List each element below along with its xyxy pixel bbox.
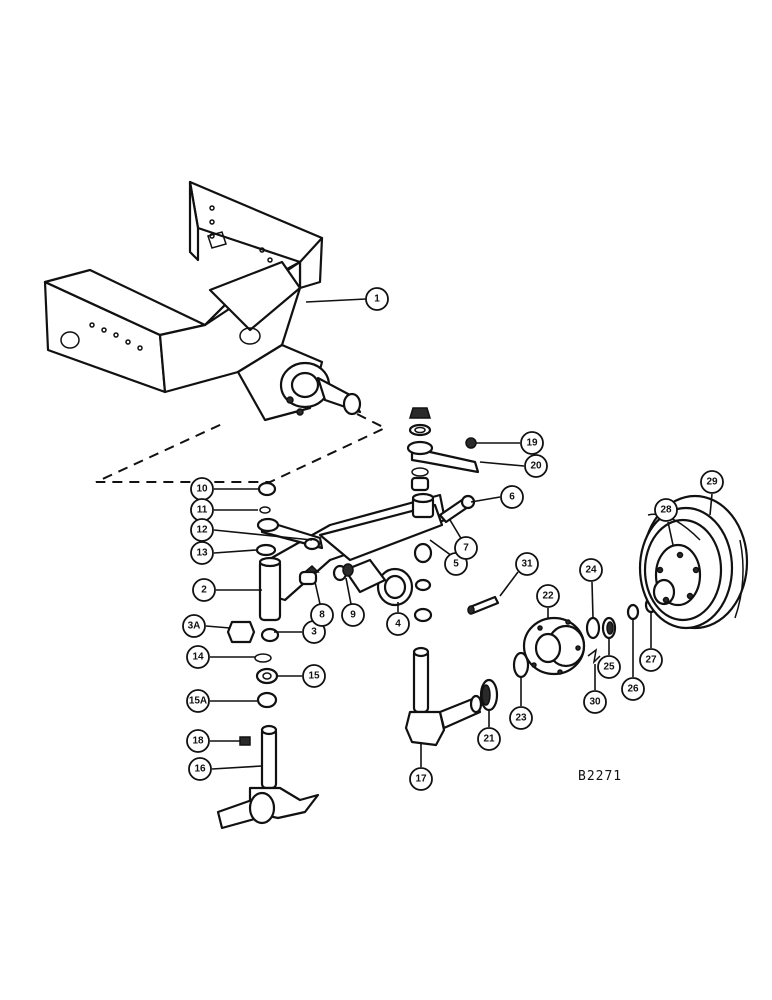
svg-text:17: 17 [415, 774, 427, 785]
callout-11: 11 [190, 498, 214, 522]
svg-text:24: 24 [585, 565, 597, 576]
callout-14: 14 [186, 645, 210, 669]
spindle-hardware-left [226, 481, 280, 746]
callout-7: 7 [454, 536, 478, 560]
svg-text:7: 7 [463, 543, 469, 554]
callout-8: 8 [310, 603, 334, 627]
svg-text:3A: 3A [188, 621, 201, 632]
callout-23: 23 [509, 706, 533, 730]
callout-9: 9 [341, 603, 365, 627]
callout-1: 1 [365, 287, 389, 311]
wheel-hub [522, 616, 586, 676]
callout-21: 21 [477, 727, 501, 751]
callout-31: 31 [515, 552, 539, 576]
svg-text:13: 13 [196, 548, 208, 559]
callout-12: 12 [190, 518, 214, 542]
svg-text:15: 15 [308, 671, 320, 682]
svg-text:1: 1 [374, 294, 380, 305]
svg-text:27: 27 [645, 655, 657, 666]
callout-6: 6 [500, 485, 524, 509]
drawing-code: B2271 [578, 769, 622, 784]
wheel-bolt [467, 595, 500, 615]
callout-29: 29 [700, 470, 724, 494]
callout-28: 28 [654, 498, 678, 522]
svg-text:16: 16 [194, 764, 206, 775]
axle-hardware-center [332, 542, 433, 623]
pivot-projection-line [95, 413, 388, 483]
callout-25: 25 [597, 655, 621, 679]
inner-bearing [479, 678, 499, 712]
callout-4: 4 [386, 612, 410, 636]
callout-13: 13 [190, 541, 214, 565]
callout-26: 26 [621, 677, 645, 701]
callout-20: 20 [524, 454, 548, 478]
callout-27: 27 [639, 648, 663, 672]
spindle-right [404, 646, 483, 747]
svg-text:30: 30 [589, 697, 601, 708]
svg-text:15A: 15A [189, 696, 207, 707]
svg-text:2: 2 [201, 585, 207, 596]
svg-text:4: 4 [395, 619, 401, 630]
callout-15a: 15A [186, 689, 210, 713]
svg-text:26: 26 [627, 684, 639, 695]
svg-text:10: 10 [196, 484, 208, 495]
svg-text:29: 29 [706, 477, 718, 488]
steering-arm-assembly [406, 407, 520, 492]
svg-text:6: 6 [509, 492, 515, 503]
callout-15: 15 [302, 664, 326, 688]
svg-text:14: 14 [192, 652, 204, 663]
tie-rod-assembly [256, 494, 476, 586]
svg-text:8: 8 [319, 610, 325, 621]
leader-lines [205, 298, 713, 770]
svg-text:31: 31 [521, 559, 533, 570]
svg-text:12: 12 [196, 525, 208, 536]
callout-2: 2 [192, 578, 216, 602]
callout-3a: 3A [182, 614, 206, 638]
svg-text:11: 11 [197, 505, 208, 516]
callout-17: 17 [409, 767, 433, 791]
svg-text:20: 20 [530, 461, 542, 472]
svg-text:25: 25 [603, 662, 615, 673]
svg-text:18: 18 [192, 736, 204, 747]
svg-text:21: 21 [483, 734, 495, 745]
svg-text:9: 9 [350, 610, 356, 621]
svg-text:19: 19 [526, 438, 538, 449]
callout-24: 24 [579, 558, 603, 582]
svg-text:28: 28 [660, 505, 672, 516]
callout-22: 22 [536, 584, 560, 608]
svg-text:23: 23 [515, 713, 527, 724]
svg-text:3: 3 [311, 627, 317, 638]
callout-19: 19 [520, 431, 544, 455]
callout-16: 16 [188, 757, 212, 781]
svg-text:22: 22 [542, 591, 554, 602]
spindle-left [216, 724, 320, 830]
front-bolster-frame [43, 180, 362, 422]
svg-text:5: 5 [453, 559, 459, 570]
callout-10: 10 [190, 477, 214, 501]
callout-30: 30 [583, 690, 607, 714]
callout-18: 18 [186, 729, 210, 753]
